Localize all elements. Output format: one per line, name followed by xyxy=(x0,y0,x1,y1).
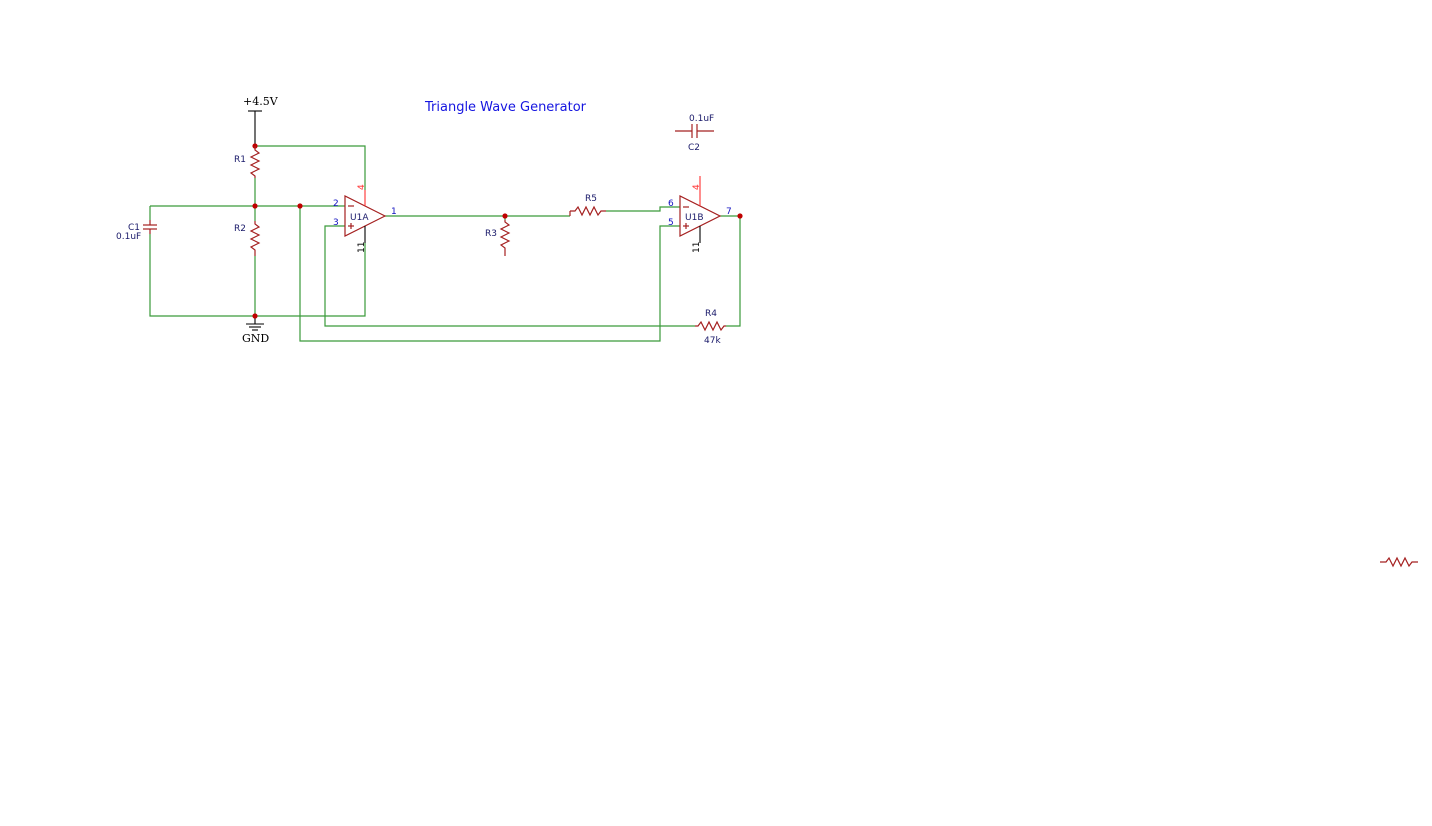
ground-symbol[interactable]: GND xyxy=(242,316,269,345)
wire-u1b-out-r4 xyxy=(720,215,741,327)
power-supply-symbol[interactable]: +4.5V xyxy=(243,95,279,146)
junction-dot xyxy=(252,313,258,319)
u1b-ref: U1B xyxy=(685,213,704,223)
wire-r5-u1b xyxy=(606,206,680,212)
junction-dot xyxy=(252,203,258,209)
u1b-pin-inv: 6 xyxy=(668,199,674,209)
c1-ref: C1 xyxy=(128,223,140,233)
u1a-pin-gnd: 11 xyxy=(357,242,367,253)
junction-dot xyxy=(502,213,508,219)
c1-value: 0.1uF xyxy=(116,232,141,242)
capacitor-c1[interactable]: C1 0.1uF xyxy=(116,220,157,242)
u1a-pin-inv: 2 xyxy=(333,199,339,209)
r4-value: 47k xyxy=(704,336,721,346)
r1-ref: R1 xyxy=(234,155,246,165)
wire-u1a-noninv-feedback xyxy=(324,225,695,327)
resistor-r4[interactable]: R4 47k xyxy=(695,309,726,346)
u1b-pin-noninv: 5 xyxy=(668,218,674,228)
resistor-r5[interactable]: R5 xyxy=(569,194,606,217)
resistor-r1[interactable]: R1 xyxy=(234,146,261,178)
junction-dot xyxy=(297,203,303,209)
u1b-pin-gnd: 11 xyxy=(692,242,702,253)
supply-label: +4.5V xyxy=(243,95,279,108)
u1b-pin-out: 7 xyxy=(726,207,732,217)
junction-dot xyxy=(737,213,743,219)
stray-resistor-symbol[interactable] xyxy=(1380,556,1418,568)
r5-ref: R5 xyxy=(585,194,597,204)
schematic-title: Triangle Wave Generator xyxy=(424,100,587,115)
junctions xyxy=(252,143,743,319)
wire-u1b-noninv xyxy=(299,206,680,342)
u1a-pin-noninv: 3 xyxy=(333,218,339,228)
r3-ref: R3 xyxy=(485,229,497,239)
wire-ground-bus xyxy=(149,234,366,317)
wire-supply-u1a xyxy=(255,145,366,190)
resistor-r3[interactable]: R3 xyxy=(485,220,511,256)
u1a-ref: U1A xyxy=(350,213,369,223)
r4-ref: R4 xyxy=(705,309,717,319)
opamp-u1a[interactable]: U1A 2 3 1 4 11 xyxy=(333,184,397,253)
u1a-pin-out: 1 xyxy=(391,207,397,217)
opamp-u1b[interactable]: U1B 6 5 7 4 11 xyxy=(668,176,732,253)
resistor-r2[interactable]: R2 xyxy=(234,221,261,256)
capacitor-c2[interactable]: 0.1uF C2 xyxy=(675,114,714,153)
r2-ref: R2 xyxy=(234,224,246,234)
wires xyxy=(149,145,741,342)
u1b-pin-vcc: 4 xyxy=(692,184,702,190)
u1a-pin-vcc: 4 xyxy=(357,184,367,190)
c2-value: 0.1uF xyxy=(689,114,714,124)
ground-label: GND xyxy=(242,332,269,345)
c2-ref: C2 xyxy=(688,143,700,153)
